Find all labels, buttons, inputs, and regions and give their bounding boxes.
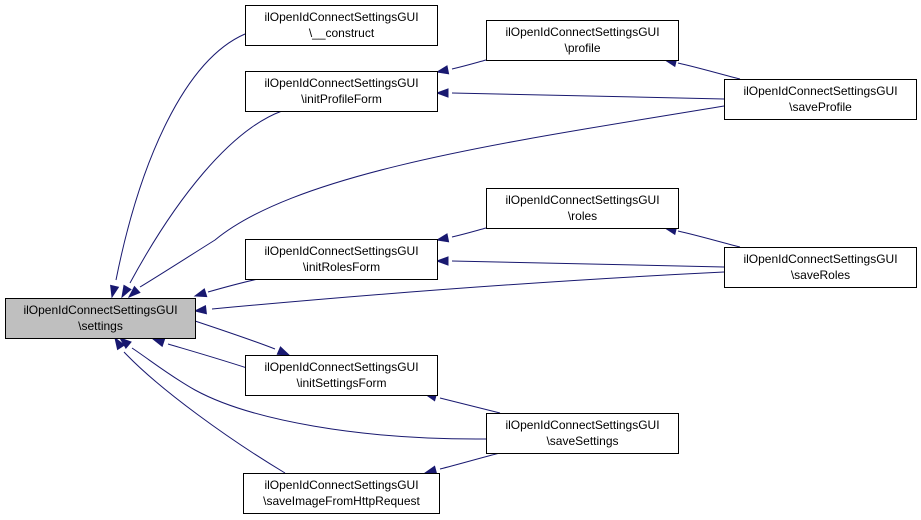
node-box [724, 79, 917, 120]
edge-saveProfile-to-initProfileForm [435, 88, 725, 100]
edge-saveProfile-to-profile [663, 57, 741, 80]
node-box [486, 20, 679, 61]
edge-construct-to-settings [110, 33, 246, 299]
node-settings[interactable]: ilOpenIdConnectSettingsGUI \settings [5, 298, 196, 339]
edge-saveRoles-to-settings [193, 271, 725, 315]
arrowhead [435, 233, 450, 243]
edge-line [129, 110, 283, 284]
edge-profile-to-initProfileForm [435, 59, 487, 75]
edge-line [677, 62, 741, 80]
node-method-label: \initRolesForm [303, 260, 380, 274]
node-box [486, 188, 679, 229]
node-class-label: ilOpenIdConnectSettingsGUI [743, 252, 897, 266]
arrowhead [151, 338, 166, 348]
edge-line [439, 452, 501, 470]
arrowhead [193, 288, 208, 298]
arrowhead [110, 284, 120, 299]
node-class-label: ilOpenIdConnectSettingsGUI [23, 303, 177, 317]
node-box [724, 247, 917, 288]
node-saveProfile[interactable]: ilOpenIdConnectSettingsGUI \saveProfile [724, 79, 917, 120]
edge-line [451, 227, 487, 238]
node-method-label: \initSettingsForm [296, 376, 386, 390]
node-saveSettings[interactable]: ilOpenIdConnectSettingsGUI \saveSettings [486, 413, 679, 454]
edge-saveImageFromHttpRequest-to-settings [114, 336, 286, 474]
edge-initRolesForm-to-settings [193, 278, 259, 298]
node-roles[interactable]: ilOpenIdConnectSettingsGUI \roles [486, 188, 679, 229]
edge-line [451, 92, 725, 100]
arrowhead [127, 285, 141, 298]
edge-line [131, 347, 487, 440]
node-class-label: ilOpenIdConnectSettingsGUI [505, 25, 659, 39]
edge-saveRoles-to-initRolesForm [435, 256, 725, 268]
node-method-label: \saveProfile [789, 100, 852, 114]
node-box [5, 298, 196, 339]
node-initRolesForm[interactable]: ilOpenIdConnectSettingsGUI \initRolesForm [245, 239, 438, 280]
edge-saveSettings-to-saveImageFromHttpRequest [423, 452, 501, 475]
edge-line [677, 230, 741, 248]
edge-saveProfile-to-settings [127, 105, 725, 298]
node-class-label: ilOpenIdConnectSettingsGUI [264, 478, 418, 492]
node-saveImageFromHttpRequest[interactable]: ilOpenIdConnectSettingsGUI \saveImageFrom… [243, 473, 440, 514]
nodes-layer: ilOpenIdConnectSettingsGUI\settingsilOpe… [5, 5, 917, 514]
edge-line [451, 59, 487, 70]
node-box [245, 355, 438, 396]
edge-line [439, 397, 501, 414]
node-class-label: ilOpenIdConnectSettingsGUI [264, 360, 418, 374]
node-initSettingsForm[interactable]: ilOpenIdConnectSettingsGUI \initSettingsF… [245, 355, 438, 396]
node-method-label: \profile [564, 41, 600, 55]
node-box [245, 71, 438, 112]
arrowhead [435, 256, 449, 266]
edge-settings-to-initSettingsForm [194, 320, 291, 356]
node-class-label: ilOpenIdConnectSettingsGUI [264, 244, 418, 258]
arrowhead [435, 65, 450, 75]
edge-line [123, 351, 286, 474]
arrowhead [121, 284, 132, 299]
arrowhead [193, 304, 207, 315]
edge-line [115, 33, 246, 281]
edge-line [194, 320, 276, 350]
node-box [243, 473, 440, 514]
arrowhead [118, 337, 132, 349]
edge-line [211, 271, 725, 310]
edges-layer [110, 33, 741, 475]
edge-line [451, 260, 725, 268]
edge-line [207, 278, 259, 293]
node-class-label: ilOpenIdConnectSettingsGUI [264, 10, 418, 24]
node-method-label: \saveImageFromHttpRequest [263, 494, 420, 508]
arrowhead [423, 465, 438, 475]
edge-initProfileForm-to-settings [121, 110, 283, 299]
node-class-label: ilOpenIdConnectSettingsGUI [743, 84, 897, 98]
node-method-label: \roles [568, 209, 597, 223]
node-class-label: ilOpenIdConnectSettingsGUI [505, 193, 659, 207]
node-box [245, 239, 438, 280]
node-saveRoles[interactable]: ilOpenIdConnectSettingsGUI \saveRoles [724, 247, 917, 288]
node-method-label: \saveRoles [791, 268, 850, 282]
node-initProfileForm[interactable]: ilOpenIdConnectSettingsGUI \initProfileFo… [245, 71, 438, 112]
node-box [245, 5, 438, 46]
node-class-label: ilOpenIdConnectSettingsGUI [505, 418, 659, 432]
node-method-label: \__construct [309, 26, 375, 40]
node-profile[interactable]: ilOpenIdConnectSettingsGUI \profile [486, 20, 679, 61]
edge-saveSettings-to-settings [118, 337, 487, 440]
edge-roles-to-initRolesForm [435, 227, 487, 243]
node-method-label: \settings [78, 319, 123, 333]
edge-line [139, 105, 725, 288]
node-box [486, 413, 679, 454]
node-construct[interactable]: ilOpenIdConnectSettingsGUI \__construct [245, 5, 438, 46]
node-class-label: ilOpenIdConnectSettingsGUI [264, 76, 418, 90]
node-method-label: \initProfileForm [301, 92, 382, 106]
arrowhead [435, 88, 449, 98]
node-method-label: \saveSettings [546, 434, 618, 448]
arrowhead [276, 346, 291, 356]
arrowhead [114, 336, 126, 351]
edge-saveRoles-to-roles [663, 225, 741, 248]
